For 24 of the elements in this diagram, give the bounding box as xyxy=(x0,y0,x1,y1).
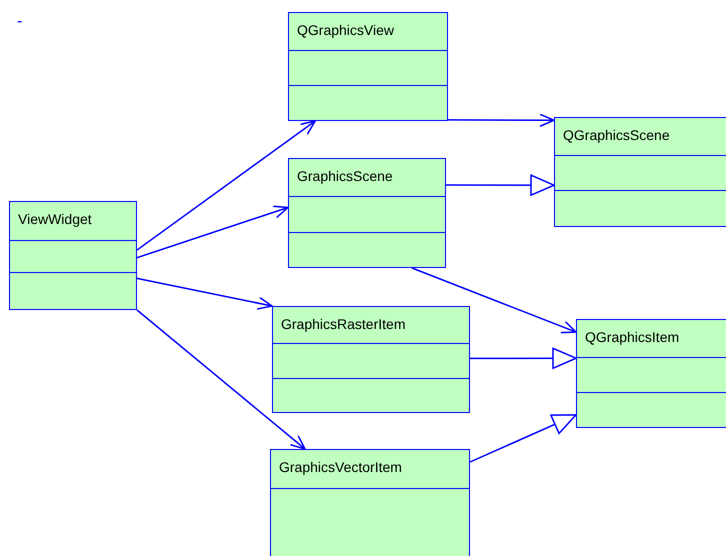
class-name: GraphicsVectorItem xyxy=(279,459,402,475)
class-name: QGraphicsView xyxy=(297,22,394,38)
class-name: GraphicsScene xyxy=(297,168,393,184)
class-box xyxy=(288,158,446,268)
note-text: - xyxy=(17,13,22,31)
class-box xyxy=(288,12,448,121)
class-box xyxy=(272,306,470,413)
arrow xyxy=(136,205,289,258)
class-name: QGraphicsScene xyxy=(563,127,670,143)
inheritance-arrow xyxy=(470,348,577,370)
class-box xyxy=(270,449,470,556)
class-name: GraphicsRasterItem xyxy=(281,316,406,332)
arrow xyxy=(448,114,555,127)
class-box xyxy=(554,117,726,227)
class-box xyxy=(576,319,726,428)
arrow xyxy=(136,309,306,450)
arrow xyxy=(136,120,316,251)
inheritance-arrow xyxy=(446,174,555,196)
arrow xyxy=(136,278,273,310)
class-box xyxy=(9,201,137,310)
inheritance-arrow xyxy=(470,414,577,463)
class-name: ViewWidget xyxy=(18,211,92,227)
arrow xyxy=(412,267,577,334)
class-name: QGraphicsItem xyxy=(585,329,680,345)
